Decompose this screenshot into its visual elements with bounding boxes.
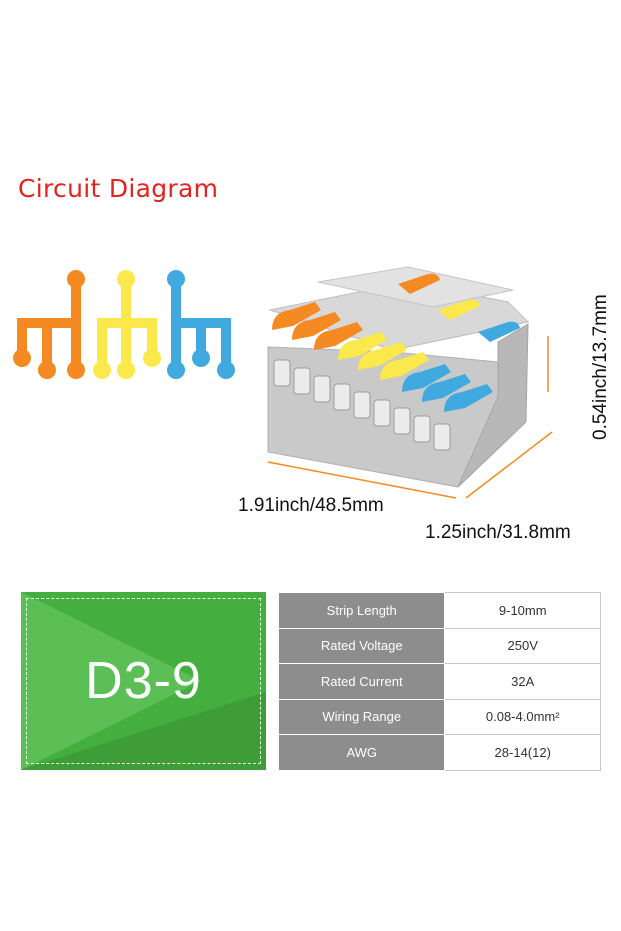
table-row: AWG 28-14(12) — [277, 734, 601, 771]
width-dimension: 1.25inch/31.8mm — [425, 522, 571, 543]
table-row: Wiring Range 0.08-4.0mm² — [277, 698, 601, 735]
wire-holes — [273, 359, 451, 451]
spec-value: 9-10mm — [444, 592, 601, 629]
spec-value: 28-14(12) — [444, 734, 601, 771]
model-badge: D3-9 — [21, 592, 266, 770]
blue-circuit — [167, 270, 235, 379]
badge-background-shape — [21, 592, 266, 770]
spec-label: Rated Voltage — [277, 627, 446, 664]
spec-value: 250V — [444, 627, 601, 664]
length-dimension: 1.91inch/48.5mm — [238, 495, 384, 516]
blue-levers — [402, 321, 520, 412]
dimension-arrows — [267, 336, 553, 499]
table-row: Rated Current 32A — [277, 663, 601, 700]
table-row: Rated Voltage 250V — [277, 627, 601, 664]
model-name: D3-9 — [85, 652, 202, 710]
orange-circuit — [13, 270, 85, 379]
connector-product-image — [267, 266, 553, 499]
badge-dashed-border — [26, 598, 261, 764]
circuit-diagram-illustration — [13, 270, 235, 379]
spec-value: 0.08-4.0mm² — [444, 698, 601, 735]
height-dimension: 0.54inch/13.7mm — [590, 294, 611, 440]
yellow-levers — [338, 299, 480, 380]
spec-label: Wiring Range — [277, 698, 446, 735]
yellow-circuit — [93, 270, 161, 379]
spec-label: Strip Length — [277, 592, 446, 629]
spec-value: 32A — [444, 663, 601, 700]
spec-label: AWG — [277, 734, 446, 771]
orange-levers — [272, 273, 440, 350]
circuit-diagram-title: Circuit Diagram — [18, 174, 219, 203]
spec-label: Rated Current — [277, 663, 446, 700]
table-row: Strip Length 9-10mm — [277, 592, 601, 629]
spec-table: Strip Length 9-10mm Rated Voltage 250V R… — [277, 592, 601, 771]
